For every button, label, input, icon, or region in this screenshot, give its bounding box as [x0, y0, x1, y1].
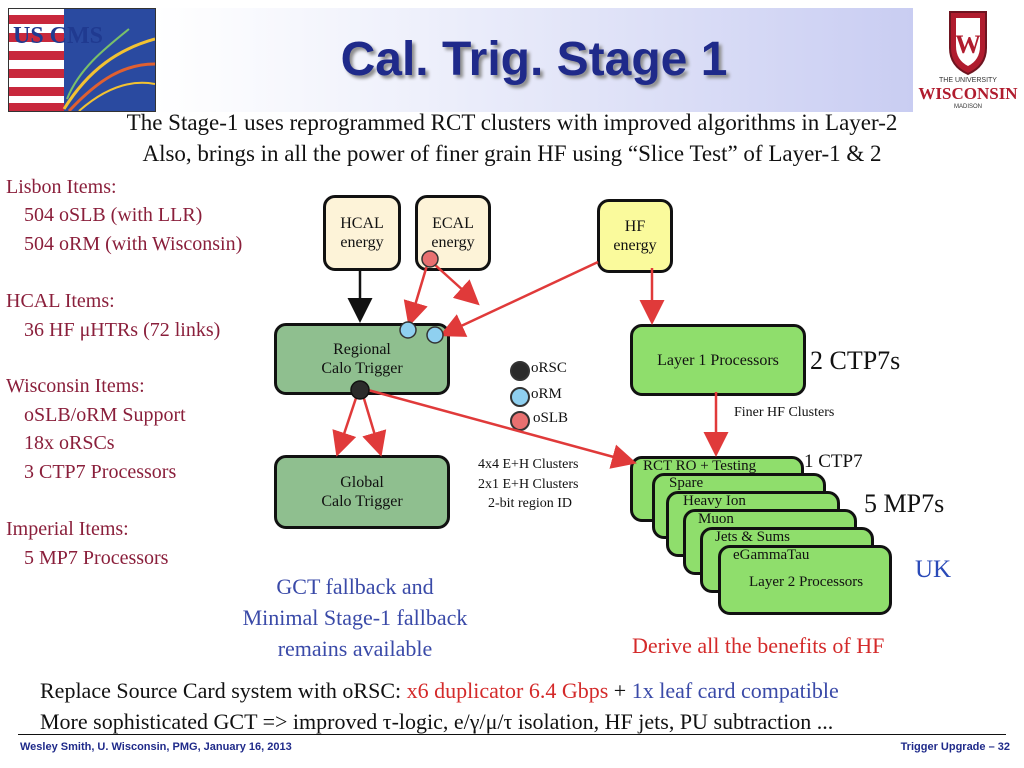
layer1-processors-box: Layer 1 Processors: [630, 324, 806, 396]
slide-title: Cal. Trig. Stage 1: [340, 33, 728, 86]
hcal-item-hf: 36 HF μHTRs (72 links): [24, 319, 221, 341]
oslb-legend-label: oSLB: [533, 410, 569, 426]
footer-author: Wesley Smith, U. Wisconsin, PMG, January…: [20, 741, 292, 753]
stack-card-spare-label: Spare: [669, 475, 704, 491]
layer2-processors-label: Layer 2 Processors: [749, 574, 864, 590]
footer-divider: [18, 734, 1006, 735]
hcal-energy-box: HCAL energy: [323, 195, 401, 271]
wisconsin-item-ctp7: 3 CTP7 Processors: [24, 461, 177, 483]
subtitle-line-1: The Stage-1 uses reprogrammed RCT cluste…: [126, 110, 898, 135]
stack-card-heavy-ion-label: Heavy Ion: [683, 493, 746, 509]
hcal-box-line2: energy: [340, 234, 384, 251]
gct-box-line2: Calo Trigger: [321, 493, 403, 510]
wisconsin-item-orsc: 18x oRSCs: [24, 432, 115, 454]
lisbon-item-oslb: 504 oSLB (with LLR): [24, 204, 203, 226]
imperial-heading: Imperial Items:: [6, 518, 129, 540]
lisbon-heading: Lisbon Items:: [6, 176, 117, 198]
uw-logo-line1: THE UNIVERSITY: [939, 77, 997, 84]
oslb-legend-dot: [510, 411, 530, 431]
one-ctp7-label: 1 CTP7: [804, 451, 863, 472]
derive-hf-note: Derive all the benefits of HF: [632, 633, 885, 658]
rct-to-gct-arrow-1: [332, 391, 360, 457]
layer1-box-label: Layer 1 Processors: [657, 351, 779, 369]
bottom-line-1-a: Replace Source Card system with oRSC:: [40, 678, 407, 703]
bottom-line-1-leaf: 1x leaf card compatible: [631, 678, 839, 703]
global-calo-trigger-box: Global Calo Trigger: [274, 455, 450, 529]
ctp7s-label: 2 CTP7s: [810, 346, 901, 375]
subtitle-line-2: Also, brings in all the power of finer g…: [142, 141, 882, 166]
regional-calo-trigger-box: Regional Calo Trigger: [274, 323, 450, 395]
stack-card-egammatau-label: eGammaTau: [733, 547, 810, 563]
ecal-box-line2: energy: [431, 234, 475, 251]
hcal-box-line1: HCAL: [340, 215, 384, 232]
uw-crest-letter: W: [955, 30, 981, 59]
uscms-logo-text: US CMS: [13, 23, 103, 49]
rct-box-line1: Regional: [333, 341, 391, 358]
wisconsin-heading: Wisconsin Items:: [6, 375, 145, 397]
bottom-line-1: Replace Source Card system with oRSC: x6…: [40, 678, 839, 704]
mp7s-label: 5 MP7s: [864, 489, 945, 518]
bottom-line-1-duplicator: x6 duplicator 6.4 Gbps: [406, 678, 609, 703]
uw-madison-logo: W THE UNIVERSITY WISCONSIN MADISON: [914, 4, 1022, 110]
bottom-line-1-plus: +: [608, 678, 632, 703]
bottom-line-2: More sophisticated GCT => improved τ-log…: [40, 709, 834, 734]
hf-energy-box: HF energy: [597, 199, 673, 273]
region-id-label: 2-bit region ID: [488, 496, 572, 511]
hcal-heading: HCAL Items:: [6, 290, 115, 312]
rct-to-gct-arrow-2: [360, 391, 387, 457]
fallback-note: GCT fallback and Minimal Stage-1 fallbac…: [210, 571, 500, 664]
footer-page: Trigger Upgrade – 32: [900, 741, 1010, 753]
uscms-logo: US CMS: [8, 8, 156, 112]
rct-box-line2: Calo Trigger: [321, 360, 403, 377]
ecal-energy-box: ECAL energy: [415, 195, 491, 271]
stack-card-rct-ro-label: RCT RO + Testing: [643, 458, 757, 474]
orsc-legend-dot: [510, 361, 530, 381]
uw-logo-line3: MADISON: [954, 104, 982, 110]
clusters-4x4-label: 4x4 E+H Clusters: [478, 457, 579, 472]
orm-legend-label: oRM: [531, 386, 562, 402]
lisbon-item-orm: 504 oRM (with Wisconsin): [24, 233, 243, 255]
fallback-line-2: Minimal Stage-1 fallback: [242, 605, 468, 630]
orm-legend-dot: [510, 387, 530, 407]
hf-box-line1: HF: [624, 218, 646, 235]
gct-box-line1: Global: [340, 474, 384, 491]
title-band: [155, 8, 913, 112]
fallback-line-1: GCT fallback and: [276, 574, 434, 599]
hf-box-line2: energy: [613, 237, 657, 254]
stack-card-muon-label: Muon: [698, 511, 734, 527]
rct-to-layer2-arrow: [367, 388, 637, 469]
stack-card-layer2: eGammaTau Layer 2 Processors: [718, 545, 892, 615]
stack-card-jets-sums-label: Jets & Sums: [715, 529, 791, 545]
uk-label: UK: [915, 556, 952, 583]
finer-hf-clusters-label: Finer HF Clusters: [734, 405, 835, 420]
uw-logo-line2: WISCONSIN: [918, 84, 1018, 103]
fallback-line-3: remains available: [277, 636, 433, 661]
wisconsin-item-support: oSLB/oRM Support: [24, 404, 186, 426]
hf-to-rct-arrow: [439, 260, 599, 337]
orsc-legend-label: oRSC: [531, 360, 567, 376]
clusters-2x1-label: 2x1 E+H Clusters: [478, 477, 579, 492]
ecal-to-rct-arrow: [403, 261, 430, 327]
imperial-item-mp7: 5 MP7 Processors: [24, 547, 169, 569]
ecal-box-line1: ECAL: [432, 215, 474, 232]
